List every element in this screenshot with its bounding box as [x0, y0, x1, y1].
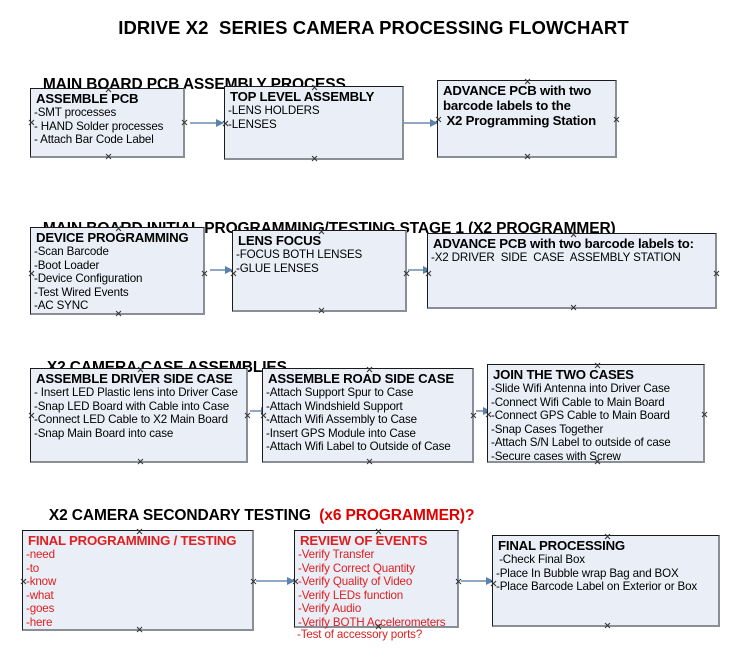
- box-line: -goes: [26, 602, 55, 616]
- box-lines: -Attach Support Spur to Case -Attach Win…: [263, 386, 472, 454]
- connector-handle-bottom[interactable]: [366, 458, 373, 465]
- box-line: -LENS HOLDERS: [228, 104, 320, 117]
- box-line: -SMT processes: [34, 106, 117, 119]
- box-line: -Attach Windshield Support: [266, 399, 403, 413]
- box-line: -Test Wired Events: [34, 285, 129, 299]
- box-line: -Verify Correct Quantity: [298, 561, 415, 575]
- box-lines: -Scan Barcode -Boot Loader -Device Confi…: [31, 245, 203, 313]
- box-lines: -Check Final Box -Place In Bubble wrap B…: [493, 553, 718, 594]
- box-title: ASSEMBLE PCB: [36, 91, 139, 106]
- connector-handle-bottom[interactable]: [604, 622, 611, 629]
- box-line: - Attach Bar Code Label: [34, 133, 154, 147]
- box-line: -Snap Main Board into case: [34, 426, 174, 440]
- box-line: -X2 DRIVER SIDE CASE ASSEMBLY STATION: [431, 251, 681, 264]
- box-line: -Attach S/N Label to outside of case: [491, 436, 671, 450]
- box-line: -GLUE LENSES: [236, 261, 319, 275]
- connector-handle-right[interactable]: [713, 270, 720, 277]
- box-line: -AC SYNC: [34, 299, 89, 313]
- box-line: -Attach Wifi Label to Outside of Case: [266, 440, 451, 454]
- box-lines: -X2 DRIVER SIDE CASE ASSEMBLY STATION: [428, 251, 715, 265]
- connector-handle-bottom[interactable]: [311, 155, 318, 162]
- section-heading-4-red: (x6 PROGRAMMER)?: [319, 507, 475, 524]
- box-line: -what: [26, 588, 54, 602]
- connector-handle-bottom[interactable]: [105, 153, 112, 160]
- box-line: -Scan Barcode: [34, 245, 109, 258]
- box-title: JOIN THE TWO CASES: [493, 367, 634, 382]
- box-advance-pcb-programming-station[interactable]: ADVANCE PCB with two barcode labels to t…: [437, 80, 617, 158]
- box-title-line3: X2 Programming Station: [443, 113, 596, 128]
- box-advance-pcb-driver-side-case[interactable]: ADVANCE PCB with two barcode labels to: …: [427, 233, 717, 309]
- box-line: -Snap Cases Together: [491, 422, 604, 436]
- box-lens-focus[interactable]: LENS FOCUS -FOCUS BOTH LENSES -GLUE LENS…: [232, 230, 407, 312]
- box-lines: -Verify Transfer -Verify Correct Quantit…: [295, 548, 457, 630]
- section-heading-4: X2 CAMERA SECONDARY TESTING (x6 PROGRAMM…: [32, 489, 475, 543]
- box-lines: -SMT processes - HAND Solder processes -…: [31, 106, 183, 147]
- box-line: -Attach Support Spur to Case: [266, 386, 414, 399]
- box-line: - Insert LED Plastic lens into Driver Ca…: [34, 386, 238, 399]
- box-title: ADVANCE PCB with two barcode labels to:: [433, 236, 694, 251]
- box-line: -Connect Wifi Cable to Main Board: [491, 395, 665, 409]
- box-final-programming-testing[interactable]: FINAL PROGRAMMING / TESTING -need -to -k…: [22, 530, 254, 631]
- box-line: -Attach Wifi Assembly to Case: [266, 413, 417, 427]
- box-line: -Place In Bubble wrap Bag and BOX: [496, 566, 679, 580]
- box-title: ASSEMBLE ROAD SIDE CASE: [268, 371, 454, 386]
- box-lines: - Insert LED Plastic lens into Driver Ca…: [31, 386, 246, 440]
- section-heading-4-text: X2 CAMERA SECONDARY TESTING: [48, 507, 320, 524]
- box-line: -FOCUS BOTH LENSES: [236, 248, 363, 261]
- box-line: -Secure cases with Screw: [491, 449, 621, 463]
- box-assemble-road-side-case[interactable]: ASSEMBLE ROAD SIDE CASE -Attach Support …: [262, 368, 474, 463]
- box-title: DEVICE PROGRAMMING: [36, 230, 189, 245]
- box-title: TOP LEVEL ASSEMBLY: [230, 89, 375, 104]
- box-line: -Verify BOTH Accelerometers: [298, 615, 446, 629]
- box-join-the-two-cases[interactable]: JOIN THE TWO CASES -Slide Wifi Antenna i…: [487, 364, 705, 463]
- box-top-level-assembly[interactable]: TOP LEVEL ASSEMBLY -LENS HOLDERS -LENSES: [224, 86, 404, 160]
- box-line: -Slide Wifi Antenna into Driver Case: [491, 382, 670, 395]
- box-line: -Snap LED Board with Cable into Case: [34, 399, 230, 413]
- box-title: ASSEMBLE DRIVER SIDE CASE: [36, 371, 233, 386]
- box-final-processing[interactable]: FINAL PROCESSING -Check Final Box -Place…: [492, 535, 720, 627]
- arrow-1-1: [190, 119, 224, 127]
- box-line: -Verify Quality of Video: [298, 575, 413, 589]
- box-line: -Verify LEDs function: [298, 588, 404, 602]
- box-assemble-driver-side-case[interactable]: ASSEMBLE DRIVER SIDE CASE - Insert LED P…: [30, 368, 248, 463]
- box-line: -here: [26, 615, 53, 629]
- box-line: -Verify Transfer: [298, 548, 375, 561]
- box-line: -Insert GPS Module into Case: [266, 426, 416, 440]
- box-line: - HAND Solder processes: [34, 119, 164, 133]
- box-lines: -Slide Wifi Antenna into Driver Case -Co…: [488, 382, 703, 464]
- box-title: FINAL PROCESSING: [498, 538, 625, 553]
- box-overflow-line: -Test of accessory ports?: [297, 628, 423, 641]
- box-line: -Place Barcode Label on Exterior or Box: [496, 580, 698, 594]
- box-review-of-events[interactable]: REVIEW OF EVENTS -Verify Transfer -Verif…: [294, 530, 459, 630]
- arrow-1-2: [404, 119, 438, 127]
- box-line: -Boot Loader: [34, 258, 100, 272]
- box-line: -Connect LED Cable to X2 Main Board: [34, 413, 228, 427]
- arrow-4-1: [256, 577, 295, 585]
- box-line: -know: [26, 575, 57, 589]
- box-line: -LENSES: [228, 117, 277, 131]
- box-line: -Device Configuration: [34, 272, 143, 286]
- box-lines: -LENS HOLDERS -LENSES: [225, 104, 402, 131]
- connector-handle-bottom[interactable]: [524, 153, 531, 160]
- box-assemble-pcb[interactable]: ASSEMBLE PCB -SMT processes - HAND Solde…: [30, 88, 185, 158]
- box-lines: -FOCUS BOTH LENSES -GLUE LENSES: [233, 248, 405, 275]
- connector-handle-bottom[interactable]: [137, 458, 144, 465]
- box-line: -Check Final Box: [496, 553, 585, 566]
- page-title: IDRIVE X2 SERIES CAMERA PROCESSING FLOWC…: [118, 17, 629, 38]
- connector-handle-bottom[interactable]: [318, 307, 325, 314]
- box-lines: -need -to -know -what -goes -here: [23, 548, 252, 630]
- box-device-programming[interactable]: DEVICE PROGRAMMING -Scan Barcode -Boot L…: [30, 227, 205, 315]
- box-title: LENS FOCUS: [238, 233, 321, 248]
- box-line: -Connect GPS Cable to Main Board: [491, 409, 670, 423]
- box-title: ADVANCE PCB with two: [443, 83, 592, 98]
- arrow-2-1: [210, 266, 233, 274]
- box-line: -Verify Audio: [298, 602, 362, 616]
- box-title-line2: barcode labels to the: [443, 98, 571, 113]
- arrow-4-2: [461, 577, 494, 585]
- box-line: -to: [26, 561, 40, 575]
- box-title: FINAL PROGRAMMING / TESTING: [28, 533, 237, 548]
- box-line: -need: [26, 548, 55, 561]
- box-title: REVIEW OF EVENTS: [300, 533, 428, 548]
- connector-handle-bottom[interactable]: [570, 304, 577, 311]
